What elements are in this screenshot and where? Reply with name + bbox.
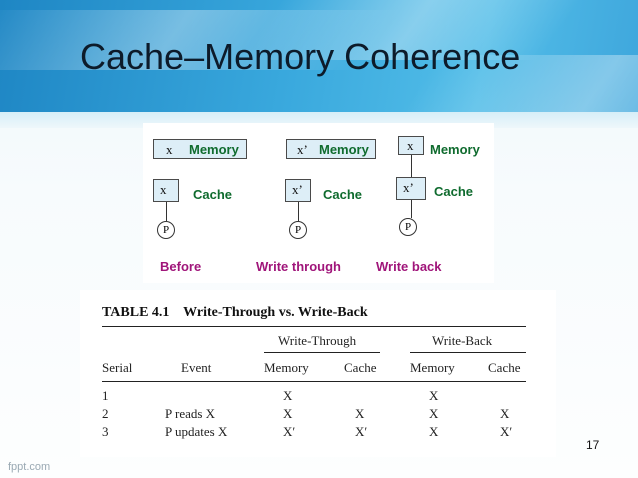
coherence-diagram: x Memory x Cache P Before x’ Memory x’ C… <box>143 123 494 283</box>
memory-box-write-back: x <box>398 136 424 155</box>
memory-label: Memory <box>430 142 480 157</box>
group-rule-write-through <box>264 352 380 353</box>
caption-write-through: Write through <box>256 259 341 274</box>
cache-value: x’ <box>403 180 414 195</box>
table-cell: X <box>283 388 293 403</box>
memory-box-write-through: x’ <box>286 139 376 159</box>
watermark: fppt.com <box>8 461 51 473</box>
table-cell: 3 <box>102 424 109 439</box>
cache-label: Cache <box>323 187 363 202</box>
memory-label: Memory <box>319 142 369 157</box>
cache-label: Cache <box>193 187 233 202</box>
table-title: TABLE 4.1 Write-Through vs. Write-Back <box>102 305 368 320</box>
table-cell: X′ <box>500 424 513 439</box>
table-cell: P reads X <box>165 406 216 421</box>
table-cell: X <box>355 406 365 421</box>
cache-value: x <box>160 182 167 197</box>
memory-box-before: x <box>153 139 247 159</box>
table-cell: X <box>429 406 439 421</box>
column-header: Memory <box>264 360 309 375</box>
table-cell: X <box>429 424 439 439</box>
processor-circle: P <box>289 221 307 239</box>
cache-box-write-back: x’ <box>396 177 426 200</box>
column-header: Cache <box>488 360 521 375</box>
table-top-rule <box>102 326 526 327</box>
connector-line <box>166 202 167 221</box>
table-cell: P updates X <box>165 424 228 439</box>
slide-title: Cache–Memory Coherence <box>80 36 521 77</box>
caption-write-back: Write back <box>376 259 442 274</box>
connector-line <box>298 202 299 221</box>
cache-box-before: x <box>153 179 179 202</box>
column-header: Memory <box>410 360 455 375</box>
table-cell: X <box>283 406 293 421</box>
table-cell: 1 <box>102 388 109 403</box>
memory-label: Memory <box>189 142 239 157</box>
comparison-table: TABLE 4.1 Write-Through vs. Write-Back W… <box>80 290 556 457</box>
table-cell: 2 <box>102 406 109 421</box>
memory-value: x <box>166 142 173 157</box>
connector-line <box>411 155 412 177</box>
group-header-write-through: Write-Through <box>278 333 357 348</box>
page-number: 17 <box>586 438 600 452</box>
caption-before: Before <box>160 259 202 274</box>
table-cell: X <box>500 406 510 421</box>
slide-header-banner <box>0 0 638 120</box>
processor-circle: P <box>157 221 175 239</box>
header-rule <box>102 381 526 382</box>
cache-label: Cache <box>434 184 474 199</box>
group-header-write-back: Write-Back <box>432 333 493 348</box>
column-header: Serial <box>102 360 133 375</box>
cache-value: x’ <box>292 182 303 197</box>
group-rule-write-back <box>410 352 526 353</box>
processor-circle: P <box>399 218 417 236</box>
column-header: Cache <box>344 360 377 375</box>
memory-value: x’ <box>297 142 308 157</box>
memory-value: x <box>407 138 414 153</box>
table-cell: X′ <box>355 424 368 439</box>
cache-box-write-through: x’ <box>285 179 311 202</box>
column-header: Event <box>181 360 212 375</box>
table-cell: X′ <box>283 424 296 439</box>
connector-line <box>411 200 412 218</box>
table-cell: X <box>429 388 439 403</box>
